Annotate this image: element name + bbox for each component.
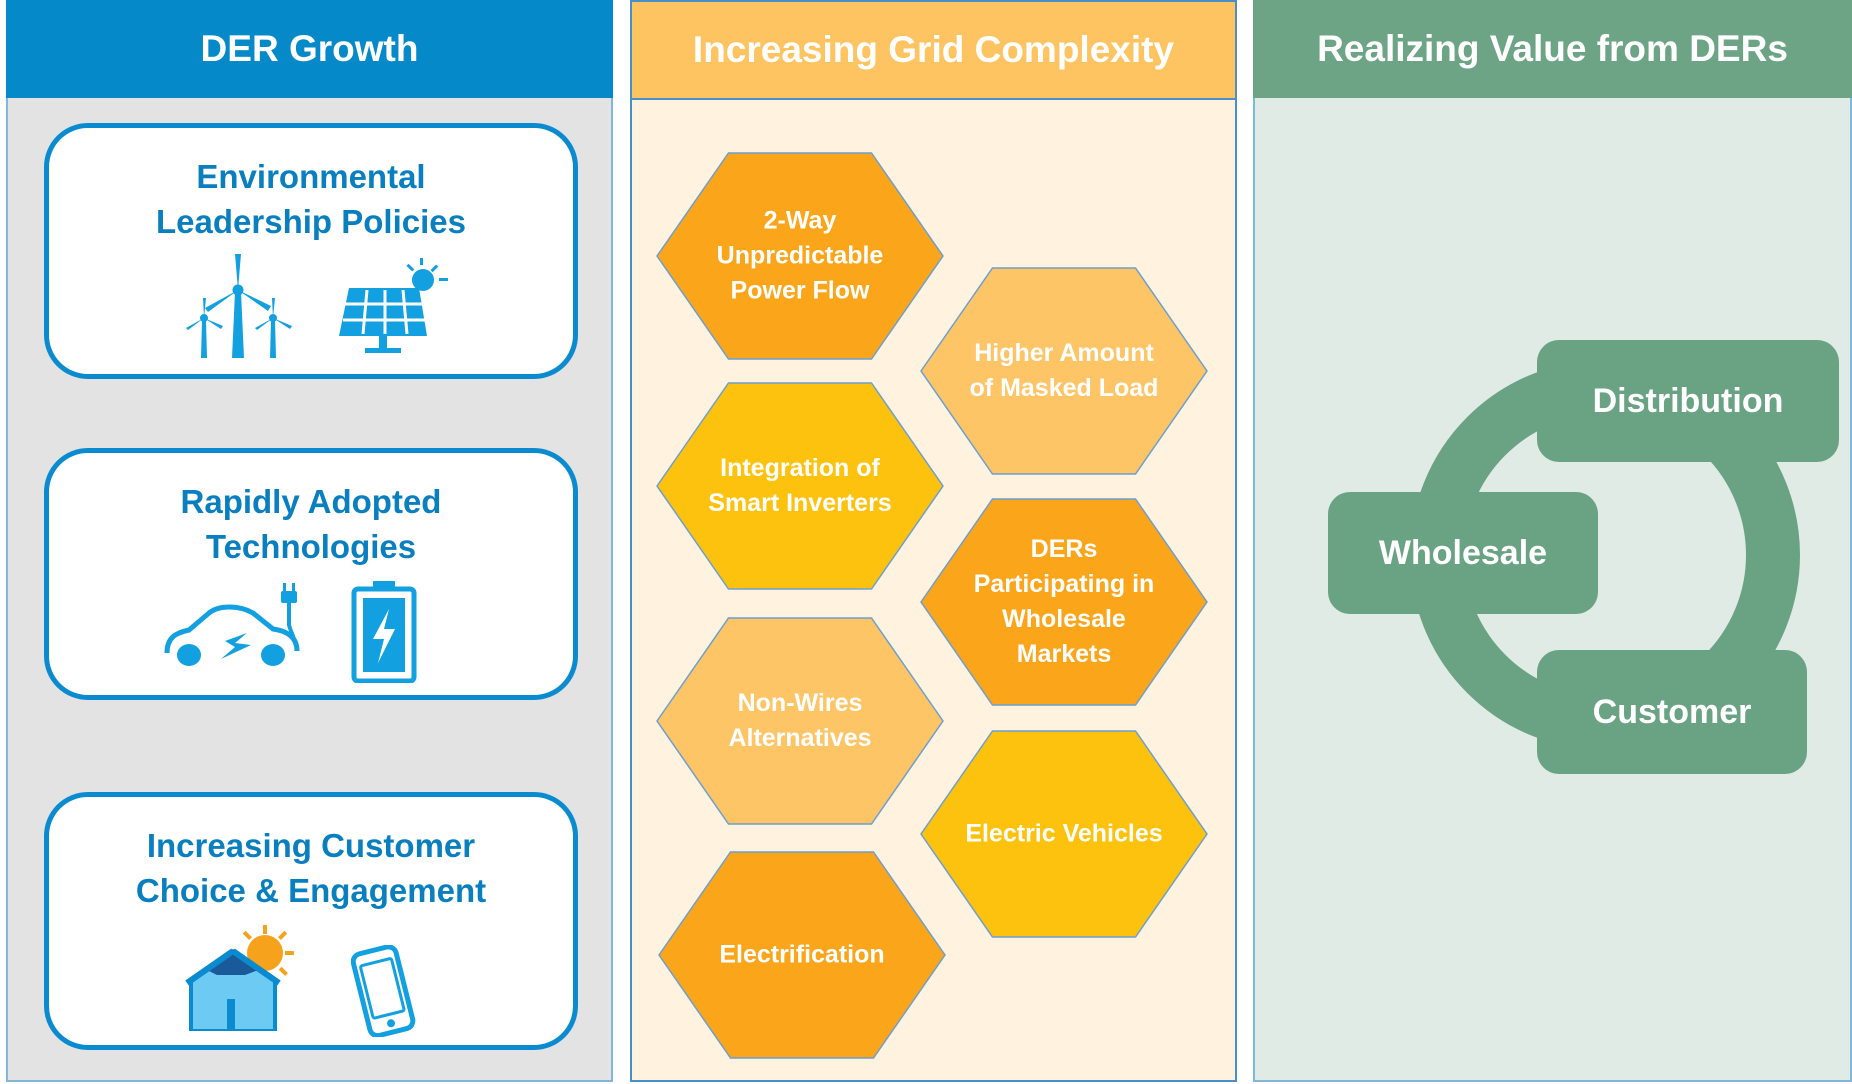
wholesale-node: Wholesale xyxy=(1328,492,1598,614)
customer-choice-card: Increasing Customer Choice & Engagement xyxy=(44,792,578,1050)
card-title: Increasing Customer Choice & Engagement xyxy=(135,827,487,909)
complexity-hexagon xyxy=(656,152,944,360)
card-title: Environmental Leadership Policies xyxy=(156,158,466,240)
hexagon-label: Higher Amount of Masked Load xyxy=(969,339,1159,402)
complexity-hexagon xyxy=(656,617,944,825)
hexagon-cluster xyxy=(656,152,1208,1059)
hexagon-label: Non-Wires Alternatives xyxy=(728,689,872,752)
wind-turbines-icon xyxy=(186,254,292,358)
card-title: Rapidly Adopted Technologies xyxy=(180,483,442,565)
hexagon-label: Integration of Smart Inverters xyxy=(708,454,892,517)
der-growth-header: DER Growth xyxy=(6,0,613,98)
der-growth-body: Environmental Leadership Policies xyxy=(6,98,613,1082)
complexity-hexagon xyxy=(920,267,1208,475)
grid-complexity-column: Increasing Grid Complexity 2-Way Unpredi… xyxy=(630,0,1237,1082)
realizing-value-body: Distribution Wholesale Customer xyxy=(1253,98,1852,1082)
realizing-value-header: Realizing Value from DERs xyxy=(1253,0,1852,98)
grid-complexity-header: Increasing Grid Complexity xyxy=(630,0,1237,98)
hexagon-label: Electrification xyxy=(719,940,885,969)
hexagon-label: DERs Participating in Wholesale Markets xyxy=(973,535,1155,668)
complexity-hexagon xyxy=(920,730,1208,938)
battery-icon xyxy=(351,581,417,683)
hexagon-label: 2-Way Unpredictable Power Flow xyxy=(716,206,884,305)
complexity-hexagon xyxy=(656,382,944,590)
electric-car-icon xyxy=(164,583,300,666)
environmental-policies-card: Environmental Leadership Policies xyxy=(44,123,578,379)
hexagon-label: Electric Vehicles xyxy=(965,819,1163,848)
smartphone-icon xyxy=(351,945,416,1037)
customer-node: Customer xyxy=(1537,650,1807,774)
complexity-hexagon xyxy=(658,851,946,1059)
solar-house-icon xyxy=(185,925,294,1031)
realizing-value-column: Realizing Value from DERs Distribution W… xyxy=(1253,0,1852,1082)
complexity-hexagon xyxy=(920,498,1208,706)
der-growth-column: DER Growth Environmental Leadership Poli… xyxy=(6,0,613,1082)
distribution-node: Distribution xyxy=(1537,340,1839,462)
solar-panel-icon xyxy=(339,258,448,353)
adopted-technologies-card: Rapidly Adopted Technologies xyxy=(44,448,578,700)
